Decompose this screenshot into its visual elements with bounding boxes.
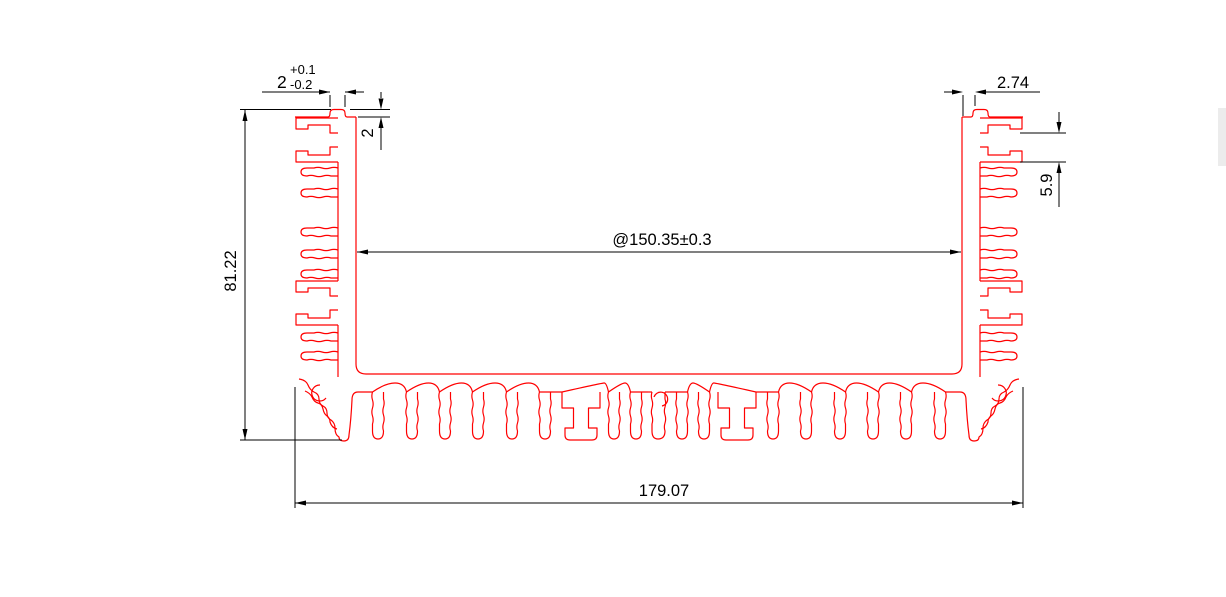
dim-overall-width-label: 179.07 xyxy=(639,482,689,500)
profile-right-half xyxy=(659,108,1023,442)
screen-edge-artifact xyxy=(1218,108,1226,166)
dim-left-tab-width-tol-plus: +0.1 xyxy=(290,62,316,77)
dim-left-tab-height-label: 2 xyxy=(359,128,377,137)
dim-right-slot-height-label: 5.9 xyxy=(1038,174,1056,197)
profile-left-half xyxy=(295,108,659,442)
profile-center-curl-fin xyxy=(648,391,670,440)
dim-right-tab-offset-label: 2.74 xyxy=(997,74,1029,92)
dimension-lines xyxy=(240,89,1066,508)
dim-inner-width-label: @150.35±0.3 xyxy=(612,231,711,249)
dim-left-tab-width-tol-minus: -0.2 xyxy=(290,77,312,92)
profile-and-dimension-geometry xyxy=(240,89,1066,508)
dim-left-tab-width-label: 2 xyxy=(277,72,287,92)
dim-overall-height-label: 81.22 xyxy=(222,250,240,291)
